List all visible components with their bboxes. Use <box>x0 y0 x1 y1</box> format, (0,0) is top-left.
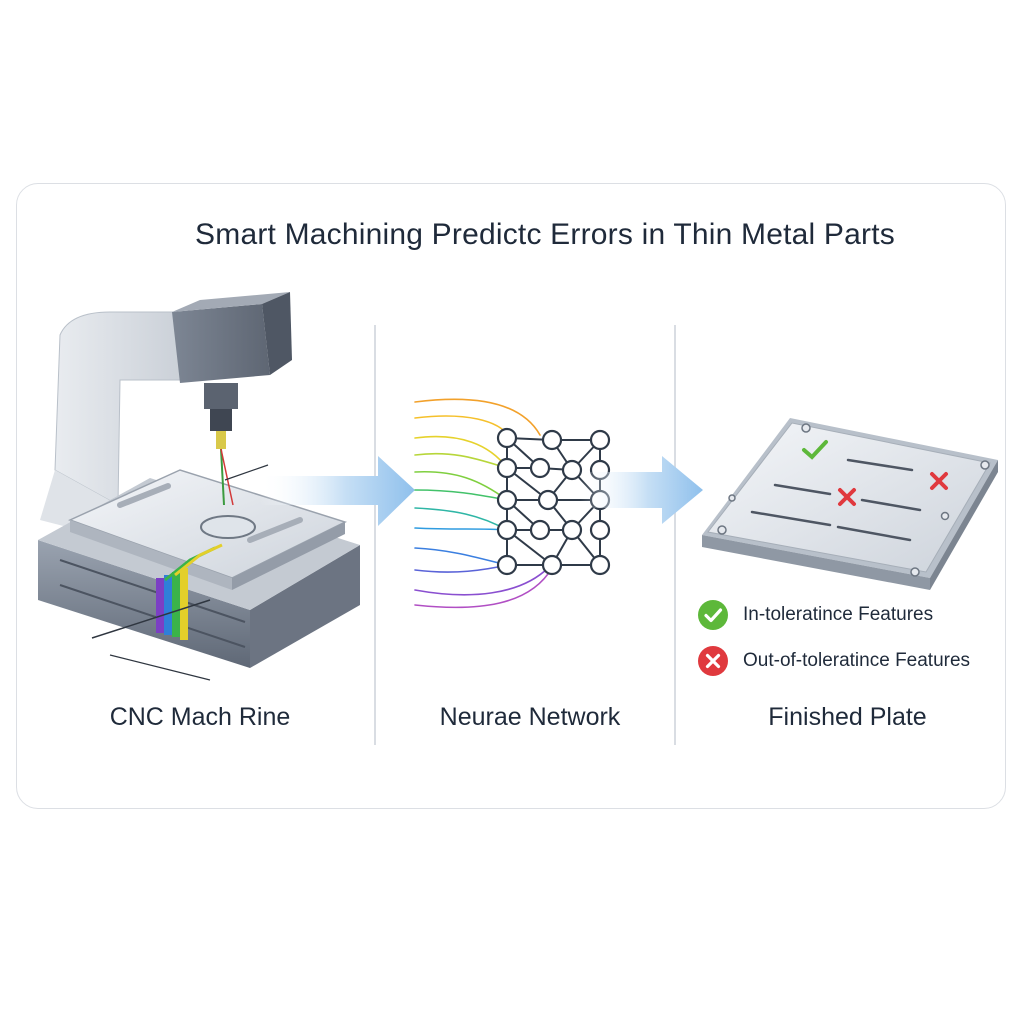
finished-plate-icon <box>702 418 998 590</box>
cross-icon <box>698 646 728 676</box>
neural-network-icon <box>414 398 611 609</box>
divider-left <box>374 325 376 745</box>
flow-arrow-1 <box>260 456 415 526</box>
stage-label-network: Neurae Network <box>439 703 621 731</box>
stage-label-cnc: CNC Mach Rine <box>109 703 291 731</box>
divider-right <box>674 325 676 745</box>
legend-out-of-tolerance-label: Out-of-toleratince Features <box>743 650 971 671</box>
check-icon <box>698 600 728 630</box>
legend-in-tolerance: In-toleratince Features <box>697 599 933 631</box>
cnc-machine-icon <box>38 292 360 681</box>
stage-label-plate: Finished Plate <box>768 703 927 731</box>
legend-in-tolerance-label: In-toleratince Features <box>743 604 934 625</box>
flow-arrow-2 <box>580 456 703 524</box>
legend-out-of-tolerance: Out-of-toleratince Features <box>697 645 970 677</box>
diagram-title: Smart Machining Predictc Errors in Thin … <box>195 218 895 251</box>
